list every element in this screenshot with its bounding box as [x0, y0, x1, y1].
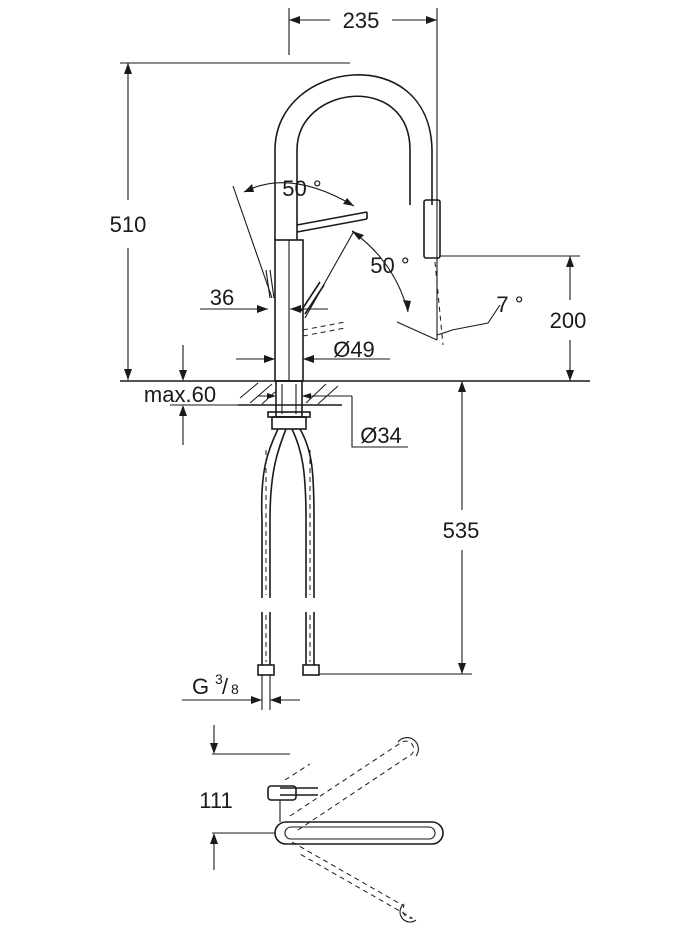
dim-hose-535: 535 [319, 381, 480, 675]
dim-swivel-upper: 50 ° [232, 176, 355, 319]
deck-section [238, 380, 342, 430]
dim-shank-34: Ø34 [258, 393, 408, 448]
dim-deck-max60: max.60 [144, 345, 238, 445]
label-swivel-lower: 50 ° [370, 253, 409, 278]
dim-outlet-200: 200 [440, 255, 587, 381]
dim-spout-tilt: 7 ° [434, 261, 524, 346]
label-thread-prefix: G [192, 674, 209, 699]
supply-hoses [257, 428, 320, 710]
label-deck-thickness: max.60 [144, 382, 216, 407]
dim-width-235: 235 [288, 8, 438, 340]
label-handle-offset: 36 [210, 285, 234, 310]
label-spout-tilt: 7 ° [496, 292, 523, 317]
label-total-height: 510 [110, 212, 147, 237]
plan-view [267, 737, 444, 923]
dim-base-49: Ø49 [236, 337, 390, 363]
faucet-body [265, 74, 441, 382]
label-outlet-height: 200 [550, 308, 587, 333]
label-thread-denominator: 8 [231, 681, 239, 697]
label-hose-length: 535 [443, 518, 480, 543]
dim-height-510: 510 [110, 62, 350, 380]
dim-thread: G 3 / 8 [182, 671, 300, 704]
label-base-diameter: Ø49 [333, 337, 375, 362]
label-thread-numerator: 3 [215, 671, 223, 687]
label-width: 235 [343, 8, 380, 33]
label-swivel-upper: 50 ° [282, 176, 321, 201]
dim-swivel-lower: 50 ° [351, 230, 438, 341]
thread-fraction-slash: / [222, 674, 229, 699]
label-plan-offset: 111 [199, 788, 232, 813]
dim-plan-111: 111 [199, 725, 290, 870]
dim-handle-36: 36 [200, 285, 328, 313]
label-shank-diameter: Ø34 [360, 423, 402, 448]
